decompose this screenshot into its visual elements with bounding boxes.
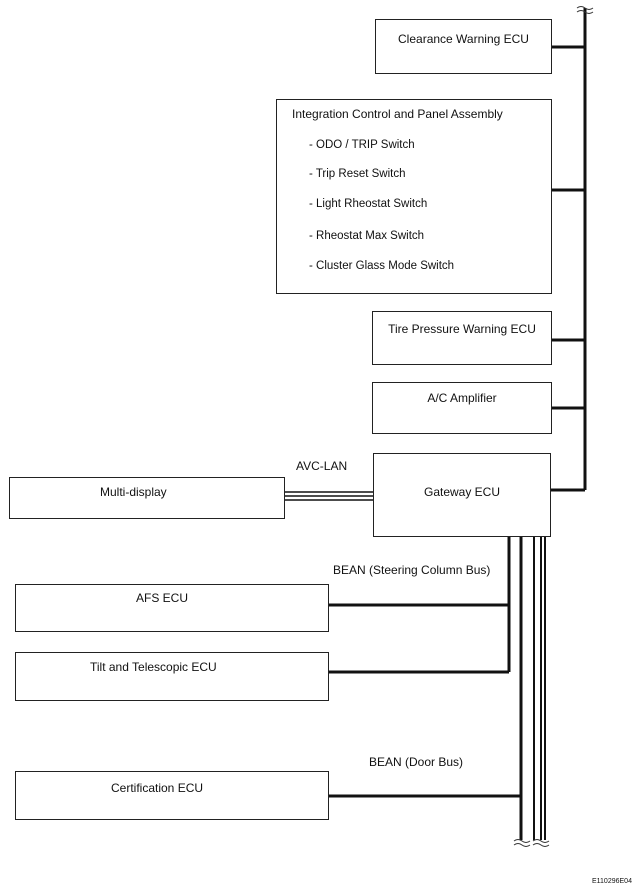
ac-amplifier-box: A/C Amplifier bbox=[372, 382, 552, 434]
switch-item: - Light Rheostat Switch bbox=[309, 198, 428, 210]
parallel-bus-lines bbox=[533, 537, 546, 840]
figure-code: E110296E04 bbox=[592, 878, 632, 885]
tilt-telescopic-ecu-label: Tilt and Telescopic ECU bbox=[90, 660, 217, 674]
switch-item: - Rheostat Max Switch bbox=[309, 230, 425, 242]
afs-ecu-label: AFS ECU bbox=[136, 591, 189, 605]
gateway-ecu-box: Gateway ECU bbox=[373, 453, 551, 537]
bus-break-mark-bottom bbox=[513, 839, 550, 847]
switch-item: - ODO / TRIP Switch bbox=[309, 139, 415, 151]
bean-steering-bus-line bbox=[328, 537, 511, 674]
bean-door-bus-label: BEAN (Door Bus) bbox=[369, 755, 464, 769]
avc-lan-line bbox=[284, 491, 373, 501]
switch-item: - Trip Reset Switch bbox=[309, 168, 406, 180]
tilt-telescopic-ecu-box: Tilt and Telescopic ECU bbox=[15, 652, 329, 701]
integration-control-panel-label: Integration Control and Panel Assembly bbox=[292, 107, 503, 121]
certification-ecu-label: Certification ECU bbox=[111, 781, 204, 795]
clearance-warning-ecu-label: Clearance Warning ECU bbox=[398, 32, 529, 46]
gateway-ecu-label: Gateway ECU bbox=[423, 485, 501, 499]
bean-steering-column-label: BEAN (Steering Column Bus) bbox=[333, 563, 491, 577]
clearance-warning-ecu-box: Clearance Warning ECU bbox=[375, 19, 552, 74]
switch-item: - Cluster Glass Mode Switch bbox=[309, 260, 455, 272]
integration-control-panel-box: Integration Control and Panel Assembly -… bbox=[276, 99, 552, 294]
bus-break-mark-top bbox=[576, 6, 594, 14]
tire-pressure-warning-ecu-label: Tire Pressure Warning ECU bbox=[388, 322, 536, 336]
bean-door-bus-line bbox=[328, 537, 523, 840]
tire-pressure-warning-ecu-box: Tire Pressure Warning ECU bbox=[372, 311, 552, 365]
main-bus-line bbox=[551, 8, 587, 492]
ac-amplifier-label: A/C Amplifier bbox=[427, 391, 497, 405]
afs-ecu-box: AFS ECU bbox=[15, 584, 329, 632]
multi-display-box: Multi-display bbox=[9, 477, 285, 519]
avc-lan-label: AVC-LAN bbox=[296, 459, 348, 473]
multi-display-label: Multi-display bbox=[100, 485, 167, 499]
certification-ecu-box: Certification ECU bbox=[15, 771, 329, 820]
